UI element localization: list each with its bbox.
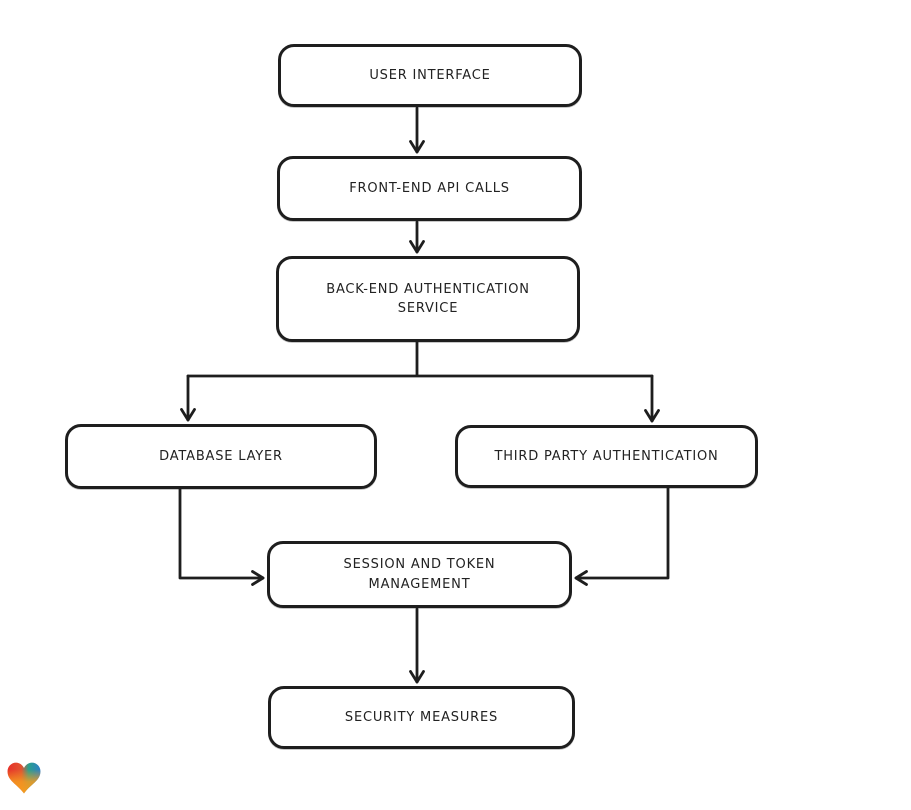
edge-database-to-session (178, 487, 265, 586)
node-back-end-authentication-service[interactable]: BACK-END AUTHENTICATION SERVICE (276, 256, 580, 342)
node-user-interface[interactable]: USER INTERFACE (278, 44, 582, 107)
node-label: DATABASE LAYER (159, 448, 283, 464)
node-label: SESSION AND TOKEN MANAGEMENT (343, 557, 496, 592)
node-label: SECURITY MEASURES (344, 709, 499, 725)
edge-third-party-to-session (574, 486, 670, 586)
node-label: THIRD PARTY AUTHENTICATION (494, 448, 719, 464)
node-session-and-token-management[interactable]: SESSION AND TOKEN MANAGEMENT (267, 541, 572, 608)
node-label: BACK-END AUTHENTICATION SERVICE (326, 281, 530, 317)
node-third-party-authentication[interactable]: THIRD PARTY AUTHENTICATION (455, 425, 758, 488)
node-label: FRONT-END API CALLS (349, 180, 510, 196)
node-database-layer[interactable]: DATABASE LAYER (65, 424, 377, 489)
node-security-measures[interactable]: SECURITY MEASURES (268, 686, 575, 749)
node-front-end-api-calls[interactable]: FRONT-END API CALLS (277, 156, 582, 221)
node-label: USER INTERFACE (369, 67, 491, 83)
edge-back-end-branch-trunk (186, 340, 654, 378)
gradient-heart-logo (7, 762, 41, 794)
